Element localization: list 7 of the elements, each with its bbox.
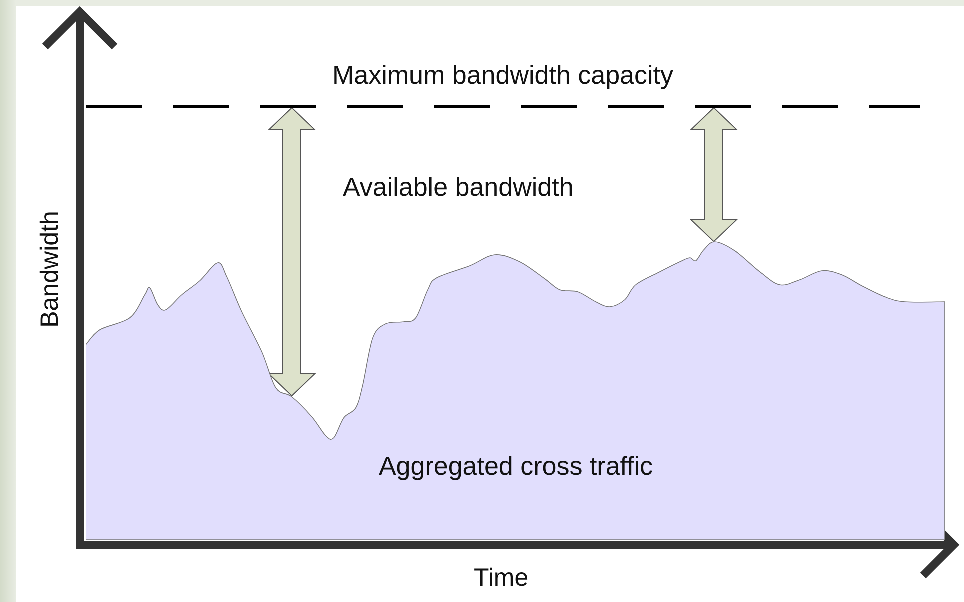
double-arrow <box>268 107 316 397</box>
line-label: Maximum bandwidth capacity <box>332 60 674 91</box>
area-label: Aggregated cross traffic <box>378 451 654 482</box>
area-caption: Available bandwidth <box>343 172 574 203</box>
axis-title: Bandwidth <box>36 211 65 328</box>
axis-title: Time <box>474 564 529 593</box>
double-arrow <box>690 107 738 242</box>
